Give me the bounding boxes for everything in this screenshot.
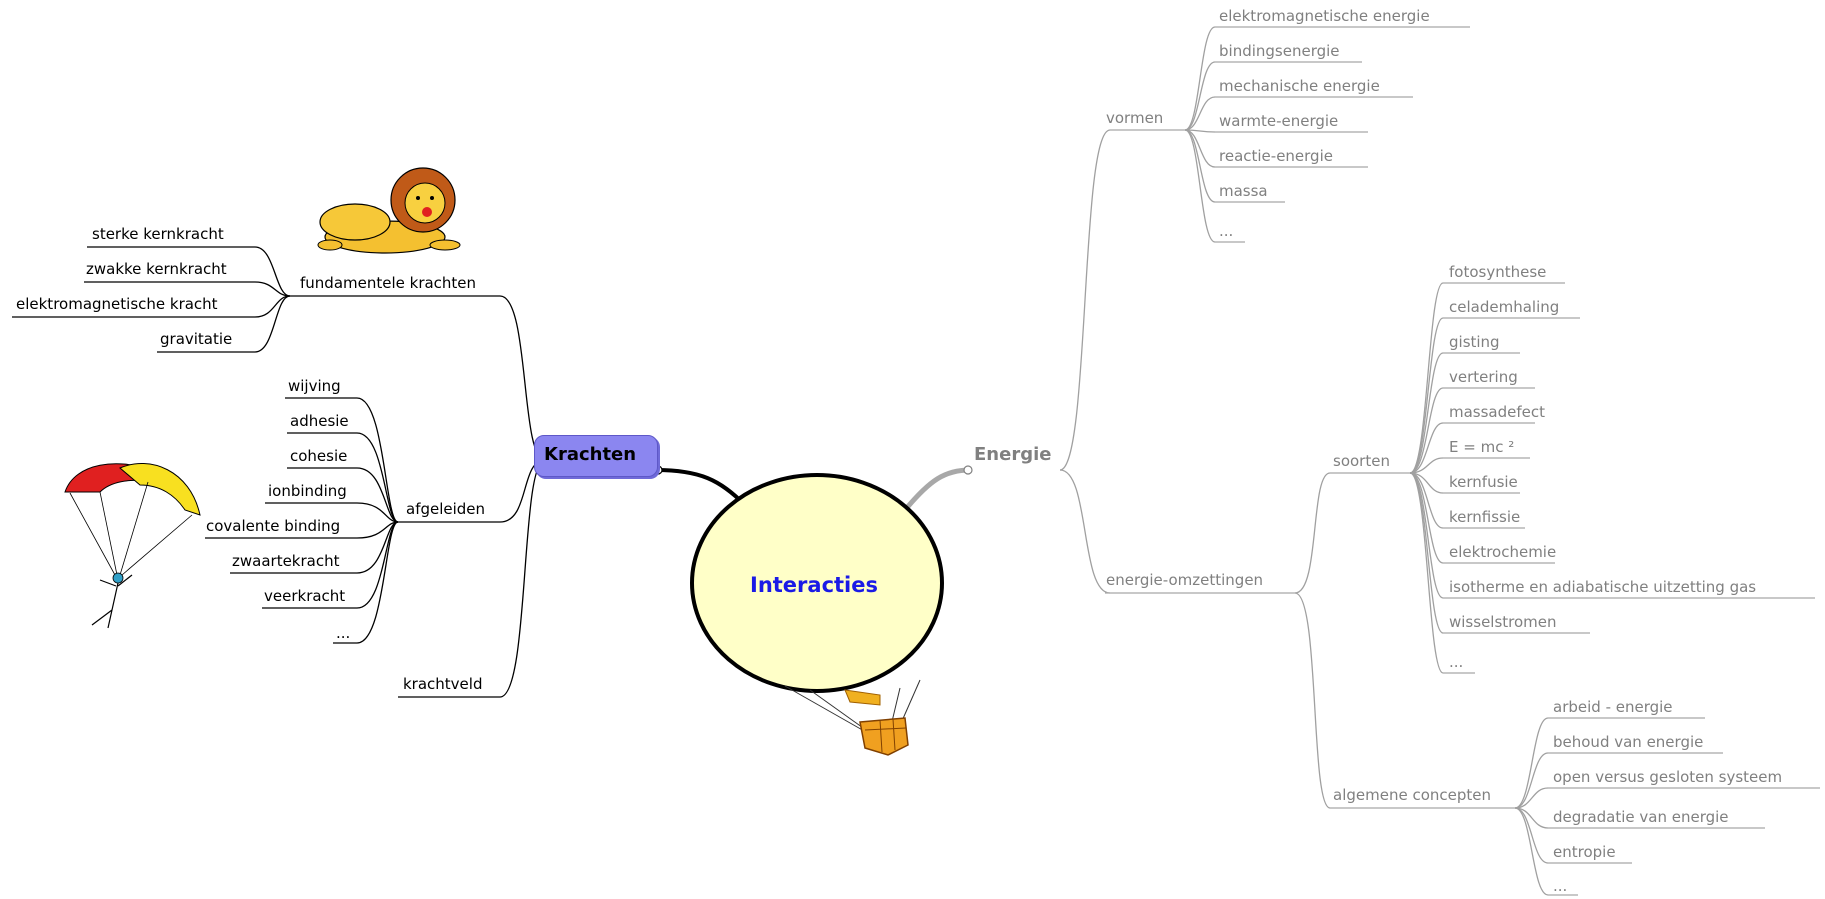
branch-krachtveld[interactable]: krachtveld [403,675,483,693]
leaf-wijving[interactable]: wijving [288,377,341,395]
branch-energie-omzettingen[interactable]: energie-omzettingen [1106,571,1264,589]
leaf-ellipsis[interactable]: ... [1219,222,1234,240]
leaf-e-mc2[interactable]: E = mc ² [1449,438,1515,456]
leaf-massadefect[interactable]: massadefect [1449,403,1546,421]
leaf-open-versus-gesloten[interactable]: open versus gesloten systeem [1553,768,1783,786]
leaf-arbeid-energie[interactable]: arbeid - energie [1553,698,1673,716]
branch-vormen[interactable]: vormen [1106,109,1164,127]
leaf-mechanische-energie[interactable]: mechanische energie [1219,77,1380,95]
lion-icon [317,167,461,254]
leaf-zwakke-kernkracht[interactable]: zwakke kernkracht [86,260,227,278]
leaf-ellipsis[interactable]: ... [336,624,351,642]
leaf-ellipsis[interactable]: ... [1553,877,1568,895]
branch-fundamentele-krachten[interactable]: fundamentele krachten [300,274,477,292]
leaf-adhesie[interactable]: adhesie [290,412,349,430]
central-balloon[interactable] [690,473,944,693]
leaf-elektromagnetische-energie[interactable]: elektromagnetische energie [1219,7,1430,25]
leaf-elektromagnetische-kracht[interactable]: elektromagnetische kracht [16,295,218,313]
krachten-connectors [12,246,747,698]
leaf-ionbinding[interactable]: ionbinding [268,482,347,500]
leaf-covalente-binding[interactable]: covalente binding [206,517,341,535]
leaf-ellipsis[interactable]: ... [1449,653,1464,671]
branch-afgeleiden[interactable]: afgeleiden [406,500,486,518]
parachute-icon [64,463,201,629]
energie-label[interactable]: Energie [974,444,1052,465]
leaf-kernfissie[interactable]: kernfissie [1449,508,1521,526]
leaf-kernfusie[interactable]: kernfusie [1449,473,1518,491]
leaf-fotosynthese[interactable]: fotosynthese [1449,263,1547,281]
leaf-sterke-kernkracht[interactable]: sterke kernkracht [92,225,224,243]
balloon-basket-icon [784,679,921,756]
leaf-reactie-energie[interactable]: reactie-energie [1219,147,1333,165]
leaf-veerkracht[interactable]: veerkracht [264,587,346,605]
leaf-cohesie[interactable]: cohesie [290,447,348,465]
leaf-wisselstromen[interactable]: wisselstromen [1449,613,1557,631]
branch-soorten[interactable]: soorten [1333,452,1390,470]
leaf-gisting[interactable]: gisting [1449,333,1500,351]
leaf-elektrochemie[interactable]: elektrochemie [1449,543,1557,561]
leaf-vertering[interactable]: vertering [1449,368,1518,386]
krachten-node[interactable] [534,435,658,477]
leaf-degradatie-van-energie[interactable]: degradatie van energie [1553,808,1729,826]
leaf-isotherme-uitzetting[interactable]: isotherme en adiabatische uitzetting gas [1449,578,1757,596]
leaf-bindingsenergie[interactable]: bindingsenergie [1219,42,1340,60]
energie-connectors [903,26,1820,896]
leaf-massa[interactable]: massa [1219,182,1268,200]
leaf-entropie[interactable]: entropie [1553,843,1616,861]
branch-algemene-concepten[interactable]: algemene concepten [1333,786,1491,804]
leaf-celademhaling[interactable]: celademhaling [1449,298,1560,316]
leaf-zwaartekracht[interactable]: zwaartekracht [232,552,340,570]
leaf-behoud-van-energie[interactable]: behoud van energie [1553,733,1704,751]
leaf-gravitatie[interactable]: gravitatie [160,330,233,348]
leaf-warmte-energie[interactable]: warmte-energie [1219,112,1339,130]
central-topic-label[interactable]: Interacties [750,573,878,597]
krachten-label[interactable]: Krachten [544,444,637,465]
